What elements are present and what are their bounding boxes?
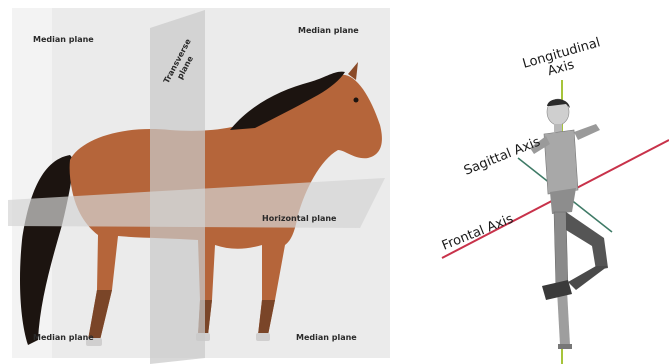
label-median-top-left: Median plane <box>33 35 94 44</box>
label-sagittal: Sagittal Axis <box>462 134 543 178</box>
horse-eye <box>354 98 359 103</box>
label-median-top-right: Median plane <box>298 26 359 35</box>
human-figure <box>530 99 608 349</box>
body-axes-diagram: Longitudinal Axis Sagittal Axis Frontal … <box>400 0 669 364</box>
anatomical-planes-diagram: Median plane Median plane Transverse pla… <box>0 0 400 364</box>
label-frontal: Frontal Axis <box>440 211 516 253</box>
label-median-bottom-right: Median plane <box>296 333 357 342</box>
label-horizontal: Horizontal plane <box>262 214 337 223</box>
label-median-bottom-left: Median plane <box>33 333 94 342</box>
planes-svg: Median plane Median plane Transverse pla… <box>0 0 400 364</box>
horse-hoof <box>256 333 270 341</box>
axes-svg: Longitudinal Axis Sagittal Axis Frontal … <box>400 0 669 364</box>
